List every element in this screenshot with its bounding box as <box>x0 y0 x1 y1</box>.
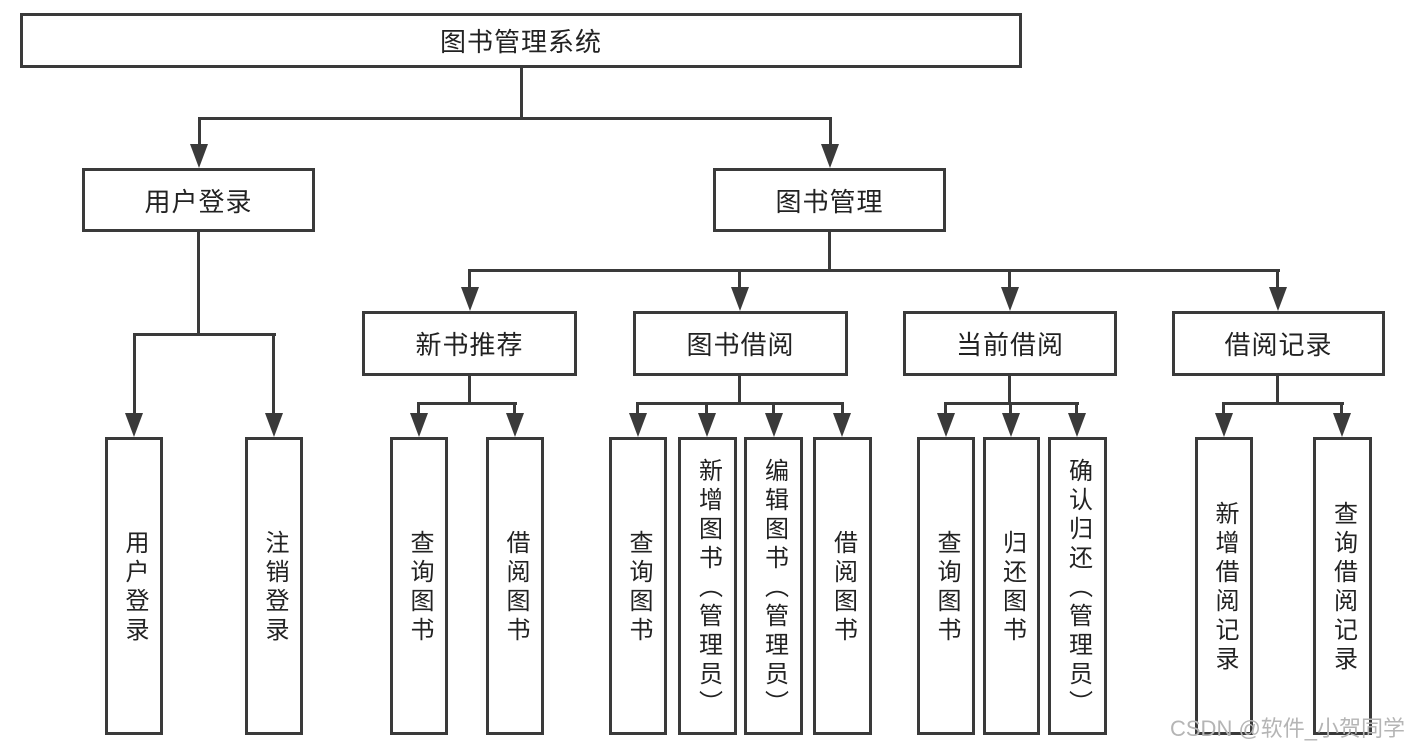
arrowhead-down-icon <box>1068 413 1086 437</box>
arrowhead-down-icon <box>698 413 716 437</box>
connector-line <box>133 333 276 336</box>
node-leaf-query-borrow-record: 查询借阅记录 <box>1313 437 1372 735</box>
connector-line <box>1340 402 1343 416</box>
node-user-login: 用户登录 <box>82 168 315 232</box>
node-leaf-borrow-book: 借阅图书 <box>813 437 872 735</box>
connector-line <box>738 269 741 291</box>
node-book-management: 图书管理 <box>713 168 946 232</box>
connector-line <box>1075 402 1078 416</box>
connector-line <box>636 402 639 416</box>
arrowhead-down-icon <box>190 144 208 168</box>
connector-line <box>417 402 420 416</box>
node-leaf-query-book-borrow: 查询图书 <box>609 437 667 735</box>
node-leaf-edit-book-admin: 编辑图书（管理员） <box>744 437 803 735</box>
connector-line <box>636 402 844 405</box>
connector-line <box>828 232 831 272</box>
connector-line <box>1276 269 1279 291</box>
connector-line <box>1222 402 1225 416</box>
node-leaf-add-book-admin: 新增图书（管理员） <box>678 437 737 735</box>
arrowhead-down-icon <box>1215 413 1233 437</box>
arrowhead-down-icon <box>1269 287 1287 311</box>
connector-line <box>829 117 832 147</box>
arrowhead-down-icon <box>461 287 479 311</box>
arrowhead-down-icon <box>506 413 524 437</box>
node-current-borrow: 当前借阅 <box>903 311 1117 376</box>
arrowhead-down-icon <box>1333 413 1351 437</box>
connector-line <box>1008 376 1011 405</box>
connector-line <box>841 402 844 416</box>
arrowhead-down-icon <box>265 413 283 437</box>
node-new-book-recommend: 新书推荐 <box>362 311 577 376</box>
connector-line <box>772 402 775 416</box>
connector-line <box>944 402 947 416</box>
node-borrow-records: 借阅记录 <box>1172 311 1385 376</box>
node-leaf-logout: 注销登录 <box>245 437 303 735</box>
connector-line <box>197 232 200 336</box>
arrowhead-down-icon <box>821 144 839 168</box>
node-book-borrow: 图书借阅 <box>633 311 848 376</box>
connector-line <box>468 269 1280 272</box>
connector-line <box>513 402 516 416</box>
arrowhead-down-icon <box>937 413 955 437</box>
node-leaf-user-login: 用户登录 <box>105 437 163 735</box>
connector-line <box>705 402 708 416</box>
arrowhead-down-icon <box>125 413 143 437</box>
connector-line <box>133 333 136 417</box>
node-leaf-query-book-current: 查询图书 <box>917 437 975 735</box>
connector-line <box>198 117 201 147</box>
connector-line <box>272 333 275 417</box>
node-root: 图书管理系统 <box>20 13 1022 68</box>
connector-line <box>198 117 832 120</box>
node-leaf-return-book: 归还图书 <box>983 437 1040 735</box>
connector-line <box>1222 402 1344 405</box>
arrowhead-down-icon <box>410 413 428 437</box>
arrowhead-down-icon <box>765 413 783 437</box>
node-leaf-add-borrow-record: 新增借阅记录 <box>1195 437 1253 735</box>
arrowhead-down-icon <box>629 413 647 437</box>
connector-line <box>468 376 471 405</box>
node-leaf-confirm-return-admin: 确认归还（管理员） <box>1048 437 1107 735</box>
arrowhead-down-icon <box>1001 287 1019 311</box>
connector-line <box>468 269 471 291</box>
node-leaf-borrow-book-recommend: 借阅图书 <box>486 437 544 735</box>
connector-line <box>1009 402 1012 416</box>
connector-line <box>1008 269 1011 291</box>
arrowhead-down-icon <box>1002 413 1020 437</box>
arrowhead-down-icon <box>833 413 851 437</box>
connector-line <box>520 68 523 120</box>
connector-line <box>738 376 741 405</box>
connector-line <box>1276 376 1279 405</box>
connector-line <box>417 402 517 405</box>
csdn-watermark: CSDN @软件_小贺同学 <box>1170 716 1405 741</box>
node-leaf-query-book-recommend: 查询图书 <box>390 437 448 735</box>
arrowhead-down-icon <box>731 287 749 311</box>
